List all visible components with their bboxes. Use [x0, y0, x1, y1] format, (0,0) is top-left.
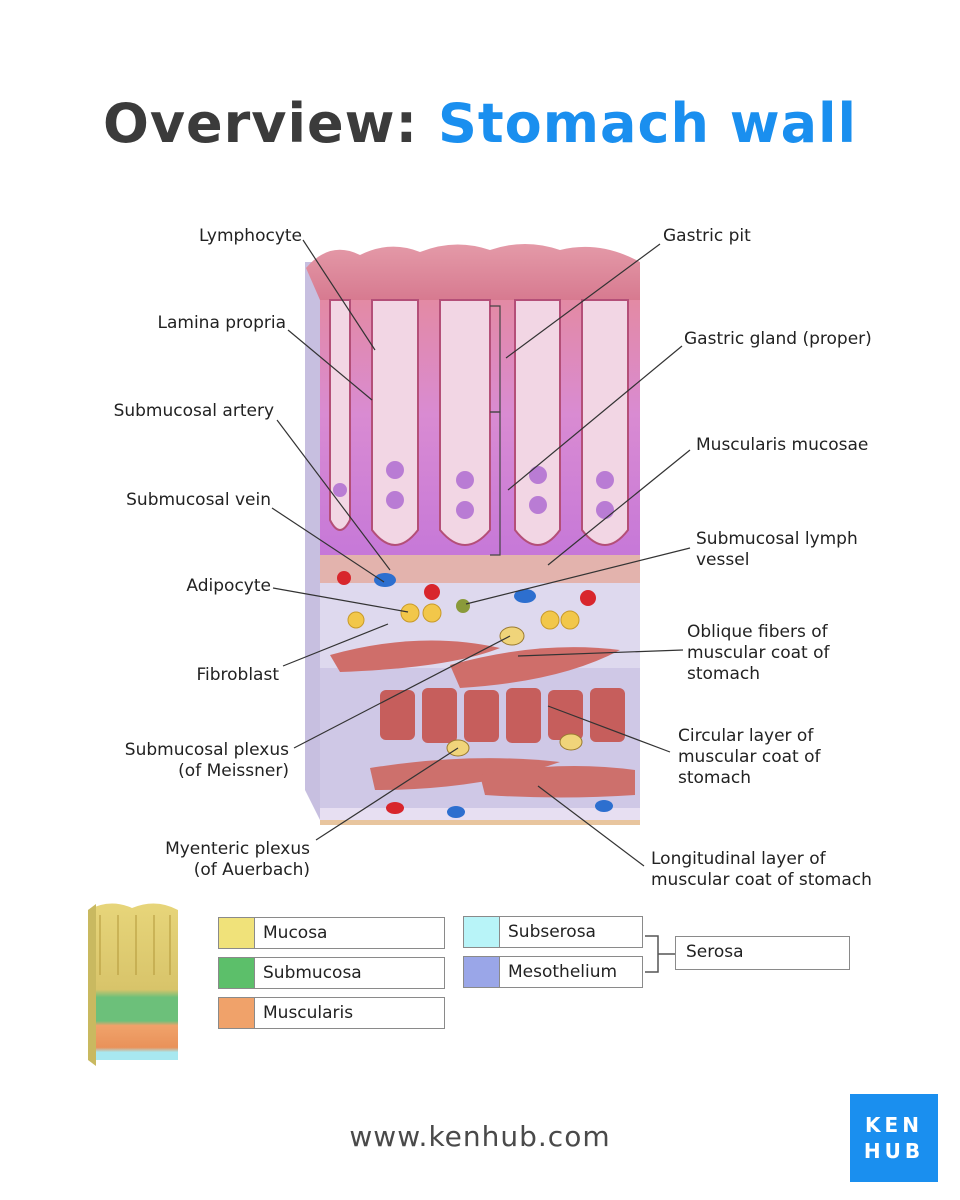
label-fibroblast: Fibroblast: [196, 665, 279, 685]
legend-mesothelium: Mesothelium: [463, 956, 643, 988]
label-circular-layer: Circular layer of muscular coat of stoma…: [678, 726, 821, 788]
kenhub-logo[interactable]: KEN HUB: [850, 1094, 938, 1182]
legend-mini-block: [88, 903, 178, 1066]
longitudinal-fibers: [370, 758, 635, 798]
mucosal-surface: [306, 244, 640, 300]
legend-swatch-mucosa: [219, 918, 255, 948]
legend-label-mucosa: Mucosa: [263, 923, 328, 943]
serosa-edge: [320, 820, 640, 825]
label-oblique-fibers: Oblique fibers of muscular coat of stoma…: [687, 622, 830, 684]
blood-vessels: [337, 571, 613, 818]
legend-swatch-submucosa: [219, 958, 255, 988]
muscularis-mucosae-band: [320, 555, 640, 583]
label-adipocyte: Adipocyte: [186, 576, 271, 596]
logo-line-2: HUB: [863, 1139, 925, 1163]
oblique-fibers: [330, 640, 620, 688]
label-submucosal-artery: Submucosal artery: [113, 401, 274, 421]
label-longitudinal-layer: Longitudinal layer of muscular coat of s…: [651, 849, 872, 890]
legend-label-subserosa: Subserosa: [508, 922, 596, 942]
footer-url[interactable]: www.kenhub.com: [349, 1120, 611, 1153]
legend-serosa: Serosa: [675, 936, 850, 970]
legend-submucosa: Submucosa: [218, 957, 445, 989]
gastric-gland-bracket: [490, 411, 501, 556]
adipocytes: [347, 603, 580, 630]
leader-lines: [271, 239, 691, 867]
legend-mucosa: Mucosa: [218, 917, 445, 949]
block-side-face: [305, 262, 320, 820]
legend-swatch-muscularis: [219, 998, 255, 1028]
page-title: Overview: Stomach wall: [0, 92, 960, 155]
nerve-plexus: [446, 626, 583, 757]
title-highlight: Stomach wall: [437, 92, 858, 155]
title-prefix: Overview:: [102, 92, 419, 155]
legend-swatch-subserosa: [464, 917, 500, 947]
legend-label-submucosa: Submucosa: [263, 963, 362, 983]
serosa-band: [320, 808, 640, 822]
legend-swatch-mesothelium: [464, 957, 500, 987]
logo-line-1: KEN: [865, 1113, 923, 1137]
label-submucosal-plexus: Submucosal plexus (of Meissner): [124, 740, 289, 781]
label-lymphocyte: Lymphocyte: [198, 226, 302, 246]
gland-cells: [333, 461, 614, 519]
serosa-bracket: [645, 935, 675, 973]
legend-subserosa: Subserosa: [463, 916, 643, 948]
legend-label-mesothelium: Mesothelium: [508, 962, 618, 982]
label-lamina-propria: Lamina propria: [157, 313, 287, 333]
legend-label-serosa: Serosa: [686, 942, 744, 962]
label-muscularis-mucosae: Muscularis mucosae: [696, 435, 869, 455]
label-gastric-pit: Gastric pit: [663, 226, 751, 246]
label-myenteric-plexus: Myenteric plexus (of Auerbach): [165, 839, 310, 880]
legend-muscularis: Muscularis: [218, 997, 445, 1029]
label-submucosal-lymph-vessel: Submucosal lymph vessel: [696, 529, 858, 570]
circular-fibers: [380, 688, 625, 743]
gastric-glands: [329, 299, 629, 546]
label-gastric-gland: Gastric gland (proper): [684, 329, 872, 349]
label-submucosal-vein: Submucosal vein: [126, 490, 271, 510]
legend-label-muscularis: Muscularis: [263, 1003, 354, 1023]
